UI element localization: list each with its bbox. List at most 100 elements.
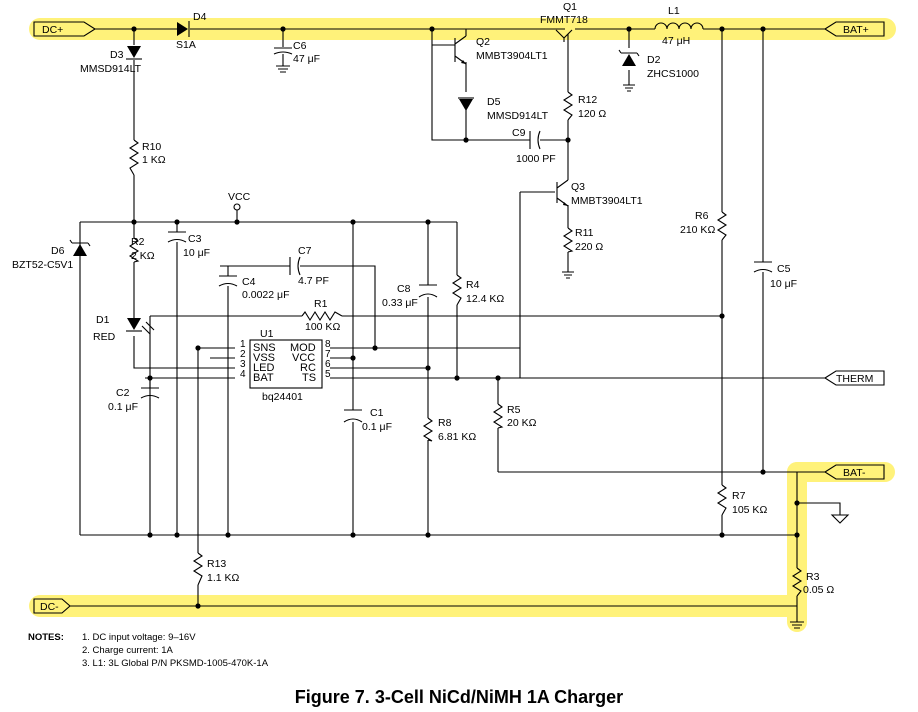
ic-pin-bat: BAT — [253, 372, 274, 384]
capacitor-c7: C7 4.7 PF — [289, 245, 329, 287]
transistor-q1: Q1 FMMT718 — [540, 1, 588, 42]
resistor-r11: R11 220 Ω — [562, 227, 603, 279]
d3-value: MMSD914LT — [80, 63, 142, 75]
terminal-dc-plus: DC+ — [33, 21, 97, 37]
diode-d5: D5 MMSD914LT — [458, 96, 549, 122]
ic-pin-vss: VSS — [253, 352, 275, 364]
notes-block: NOTES: 1. DC input voltage: 9–16V 2. Cha… — [28, 632, 269, 669]
ic-u1: U1 bq24401 SNS VSS LED BAT MOD VCC RC TS… — [240, 328, 331, 403]
d6-value: BZT52-C5V1 — [12, 259, 73, 271]
resistor-r2: R2 2 KΩ — [128, 236, 155, 263]
c4-ref: C4 — [242, 276, 256, 288]
r13-ref: R13 — [207, 558, 226, 570]
d4-ref: D4 — [193, 11, 207, 23]
r6-ref: R6 — [695, 210, 709, 222]
terminal-bat-minus: BAT- — [823, 464, 885, 480]
zener-d6: D6 BZT52-C5V1 — [12, 239, 91, 271]
terminal-dc-minus: DC- — [33, 598, 71, 614]
resistor-r1: R1 100 KΩ — [301, 298, 343, 333]
d2-ref: D2 — [647, 54, 661, 66]
c9-ref: C9 — [512, 127, 526, 139]
resistor-r4: R4 12.4 KΩ — [451, 274, 504, 306]
d3-ref: D3 — [110, 49, 124, 61]
d2-value: ZHCS1000 — [647, 68, 699, 80]
terminal-therm: THERM — [823, 370, 885, 386]
c8-value: 0.33 μF — [382, 297, 418, 309]
c2-value: 0.1 μF — [108, 401, 138, 413]
q3-ref: Q3 — [571, 181, 585, 193]
capacitor-c4: C4 0.0022 μF — [218, 275, 290, 301]
resistor-r3: R3 0.05 Ω — [790, 567, 834, 629]
q2-value: MMBT3904LT1 — [476, 50, 548, 62]
led-d1: D1 RED — [93, 314, 155, 343]
resistor-r13: R13 1.1 KΩ — [192, 552, 240, 586]
r13-value: 1.1 KΩ — [207, 572, 240, 584]
note-item: 2. Charge current: 1A — [82, 645, 173, 656]
ic-pin-3: 3 — [240, 359, 246, 370]
l1-ref: L1 — [668, 5, 680, 17]
r5-value: 20 KΩ — [507, 417, 537, 429]
r10-ref: R10 — [142, 141, 161, 153]
r1-value: 100 KΩ — [305, 321, 340, 333]
resistor-r12: R12 120 Ω — [562, 91, 606, 121]
c7-value: 4.7 PF — [298, 275, 329, 287]
r2-value: 2 KΩ — [131, 250, 155, 262]
terminal-dc-minus-label: DC- — [40, 601, 59, 613]
r11-ref: R11 — [575, 227, 594, 239]
vcc-label: VCC — [228, 191, 251, 203]
c6-value: 47 μF — [293, 53, 320, 65]
note-item: 1. DC input voltage: 9–16V — [82, 632, 196, 643]
terminal-bat-minus-label: BAT- — [843, 467, 866, 479]
ground-symbol — [830, 514, 850, 524]
note-item: 3. L1: 3L Global P/N PKSMD-1005-470K-1A — [82, 658, 269, 669]
capacitor-c6: C6 47 μF — [273, 40, 320, 73]
resistor-r5: R5 20 KΩ — [492, 403, 537, 429]
r5-ref: R5 — [507, 404, 521, 416]
ic-u1-ref: U1 — [260, 328, 274, 340]
d4-value: S1A — [176, 39, 196, 51]
r2-ref: R2 — [131, 236, 145, 248]
r12-value: 120 Ω — [578, 108, 606, 120]
capacitor-c1: C1 0.1 μF — [343, 407, 392, 433]
d5-value: MMSD914LT — [487, 110, 549, 122]
c9-value: 1000 PF — [516, 153, 556, 165]
capacitor-c9: C9 1000 PF — [512, 127, 556, 165]
resistor-r7: R7 105 KΩ — [716, 484, 767, 516]
c5-ref: C5 — [777, 263, 791, 275]
r10-value: 1 KΩ — [142, 154, 166, 166]
ic-pin-vcc: VCC — [292, 352, 315, 364]
terminal-dc-plus-label: DC+ — [42, 24, 63, 36]
ic-u1-name: bq24401 — [262, 391, 303, 403]
ic-pin-2: 2 — [240, 349, 246, 360]
c3-value: 10 μF — [183, 247, 210, 259]
c7-ref: C7 — [298, 245, 312, 257]
inductor-l1: L1 47 μH — [654, 5, 704, 47]
terminal-bat-plus-label: BAT+ — [843, 24, 869, 36]
diode-d4: D4 S1A — [176, 11, 207, 51]
ic-pin-5: 5 — [325, 369, 331, 380]
d6-ref: D6 — [51, 245, 65, 257]
r12-ref: R12 — [578, 94, 597, 106]
ic-pin-mod: MOD — [290, 342, 316, 354]
q2-ref: Q2 — [476, 36, 490, 48]
d1-ref: D1 — [96, 314, 110, 326]
capacitor-c2: C2 0.1 μF — [108, 387, 160, 413]
l1-value: 47 μH — [662, 35, 690, 47]
r3-value: 0.05 Ω — [803, 584, 834, 596]
d1-value: RED — [93, 331, 116, 343]
ic-pin-sns: SNS — [253, 342, 276, 354]
capacitor-c3: C3 10 μF — [167, 231, 210, 259]
r1-ref: R1 — [314, 298, 328, 310]
ic-pin-6: 6 — [325, 359, 331, 370]
r3-ref: R3 — [806, 571, 820, 583]
vcc-node: VCC — [228, 191, 251, 211]
r7-value: 105 KΩ — [732, 504, 767, 516]
q1-value: FMMT718 — [540, 14, 588, 26]
wiring — [70, 28, 841, 622]
ic-pin-4: 4 — [240, 369, 246, 380]
c6-ref: C6 — [293, 40, 307, 52]
q3-value: MMBT3904LT1 — [571, 195, 643, 207]
resistor-r10: R10 1 KΩ — [128, 139, 166, 176]
ic-pin-8: 8 — [325, 339, 331, 350]
